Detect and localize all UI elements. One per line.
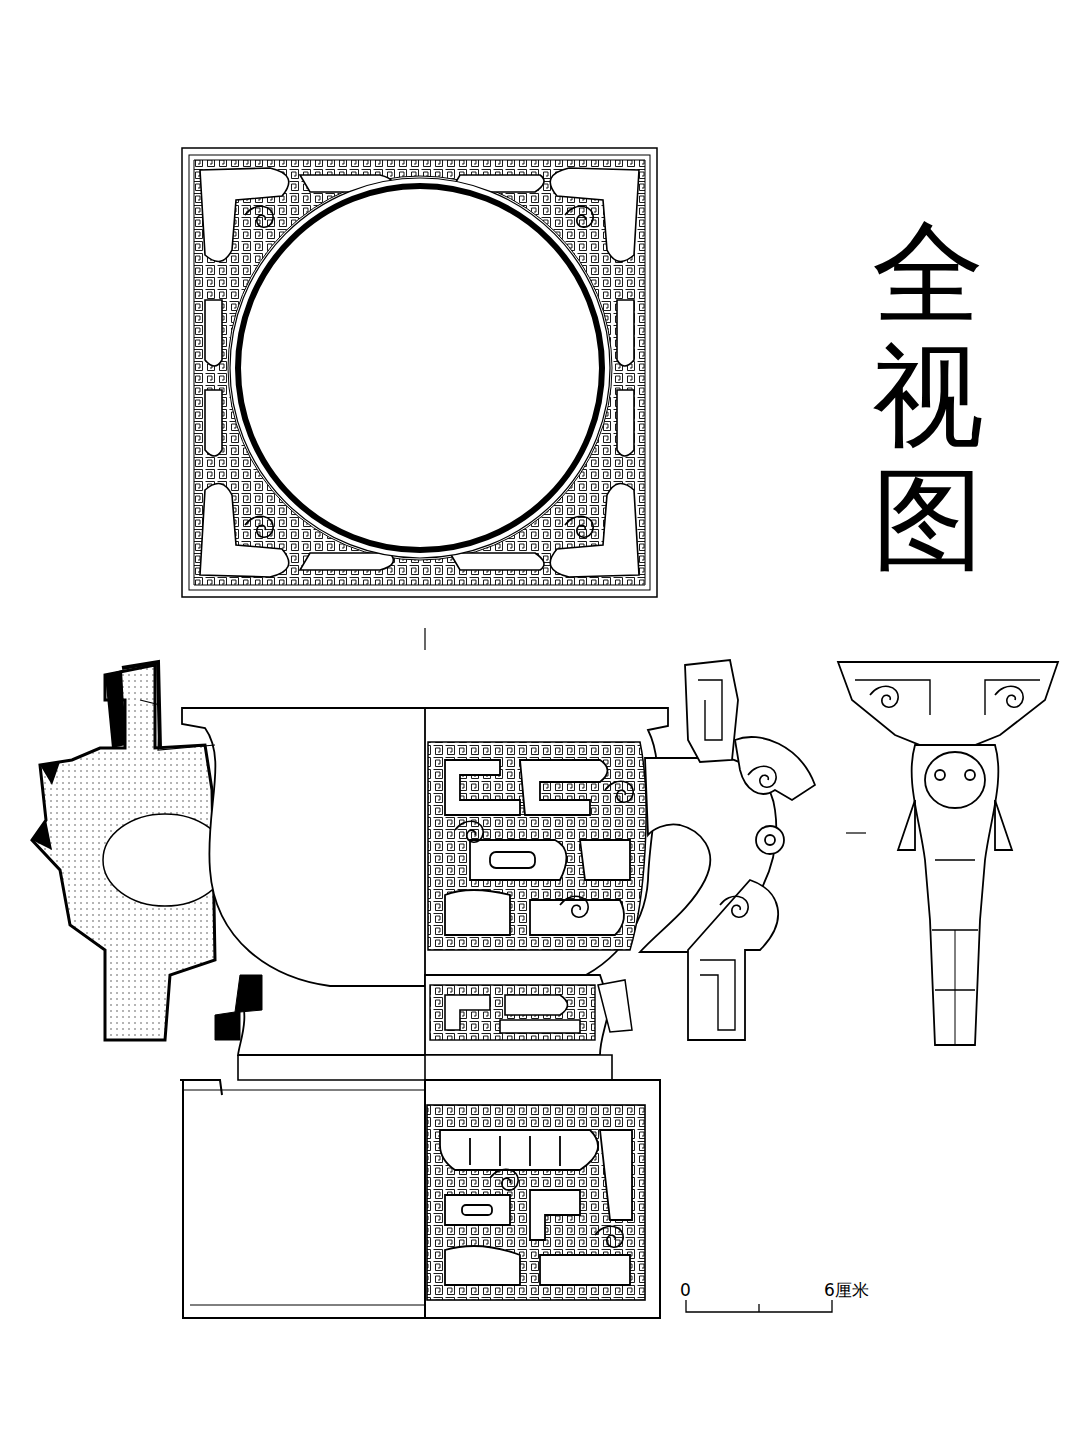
scale-label: 0 <box>680 1282 691 1299</box>
scale-bar <box>686 1300 832 1312</box>
scale-label: 6厘米 <box>824 1282 869 1299</box>
handle-detail-view <box>838 662 1058 1045</box>
right-handle <box>640 660 815 1040</box>
top-view <box>182 148 657 597</box>
vessel-section <box>122 662 425 1318</box>
vertical-title: 全视图 <box>872 212 984 582</box>
vessel-elevation <box>425 708 668 1318</box>
